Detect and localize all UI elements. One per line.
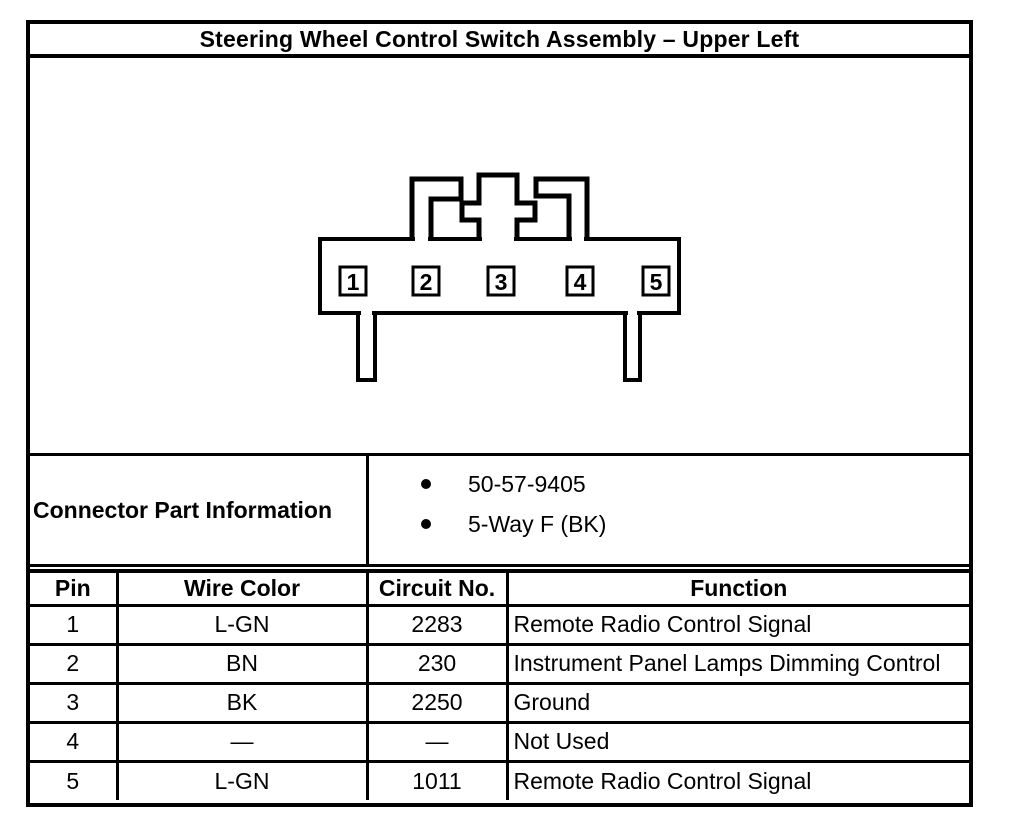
connector-part-information-label: Connector Part Information xyxy=(30,456,369,564)
connector-leg-left xyxy=(356,311,377,382)
table-row: 1 L-GN 2283 Remote Radio Control Signal xyxy=(30,605,969,646)
function-cell: Not Used xyxy=(505,722,969,763)
connector-key-cross xyxy=(459,172,538,241)
function-cell: Instrument Panel Lamps Dimming Control xyxy=(505,644,969,685)
table-row: 5 L-GN 1011 Remote Radio Control Signal xyxy=(30,761,969,800)
pin-5-label: 5 xyxy=(650,269,663,295)
circuit-no-cell: 2283 xyxy=(365,605,509,646)
pin-cell: 2 xyxy=(30,644,119,685)
pin-4-box xyxy=(565,265,595,297)
table-header-row: Pin Wire Color Circuit No. Function xyxy=(30,571,969,607)
circuit-no-cell: 1011 xyxy=(365,761,509,800)
table-row: 4 — — Not Used xyxy=(30,722,969,763)
table-row: 3 BK 2250 Ground xyxy=(30,683,969,724)
pin-cell: 1 xyxy=(30,605,119,646)
function-cell: Ground xyxy=(505,683,969,724)
pin-3-box xyxy=(486,265,516,297)
function-cell: Remote Radio Control Signal xyxy=(505,761,969,800)
pin-1-box xyxy=(338,265,368,297)
part-number: 50-57-9405 xyxy=(468,470,586,497)
connector-leg-right xyxy=(623,311,642,382)
key-right-opening xyxy=(572,235,584,243)
list-item: 50-57-9405 xyxy=(421,464,969,504)
table-row: 2 BN 230 Instrument Panel Lamps Dimming … xyxy=(30,644,969,685)
wire-color-cell: L-GN xyxy=(115,605,369,646)
pin-cell: 4 xyxy=(30,722,119,763)
pin-5-box xyxy=(641,265,671,297)
pin-2-box xyxy=(411,265,441,297)
wire-color-cell: L-GN xyxy=(115,761,369,800)
bullet-icon xyxy=(421,519,431,529)
connector-type: 5-Way F (BK) xyxy=(468,510,607,537)
connector-diagram-area: 1 2 3 4 5 xyxy=(30,58,969,456)
pin-4-label: 4 xyxy=(574,269,587,295)
wire-color-cell: BK xyxy=(115,683,369,724)
pin-table: Pin Wire Color Circuit No. Function 1 L-… xyxy=(30,569,969,800)
connector-key-right xyxy=(533,176,590,241)
connector-view-sheet: Steering Wheel Control Switch Assembly –… xyxy=(26,20,973,807)
connector-part-information-list: 50-57-9405 5-Way F (BK) xyxy=(369,456,969,564)
function-cell: Remote Radio Control Signal xyxy=(505,605,969,646)
column-header-function: Function xyxy=(505,571,969,607)
pin-cell: 5 xyxy=(30,761,119,800)
pin-1-label: 1 xyxy=(347,269,360,295)
connector-diagram: 1 2 3 4 5 xyxy=(318,172,681,382)
leg-right-opening xyxy=(628,309,637,317)
divider xyxy=(30,567,969,569)
wire-color-cell: — xyxy=(115,722,369,763)
connector-part-information-section: Connector Part Information 50-57-9405 5-… xyxy=(30,456,969,567)
circuit-no-cell: 2250 xyxy=(365,683,509,724)
column-header-circuit-no: Circuit No. xyxy=(365,571,509,607)
key-left-opening xyxy=(415,235,428,243)
key-cross-opening xyxy=(482,235,514,243)
connector-key-left xyxy=(409,176,464,241)
column-header-wire-color: Wire Color xyxy=(115,571,369,607)
pin-2-label: 2 xyxy=(420,269,433,295)
bullet-icon xyxy=(421,479,431,489)
circuit-no-cell: — xyxy=(365,722,509,763)
pin-cell: 3 xyxy=(30,683,119,724)
list-item: 5-Way F (BK) xyxy=(421,504,969,544)
column-header-pin: Pin xyxy=(30,571,119,607)
pin-3-label: 3 xyxy=(495,269,508,295)
leg-left-opening xyxy=(361,309,372,317)
circuit-no-cell: 230 xyxy=(365,644,509,685)
wire-color-cell: BN xyxy=(115,644,369,685)
page-title: Steering Wheel Control Switch Assembly –… xyxy=(30,24,969,58)
